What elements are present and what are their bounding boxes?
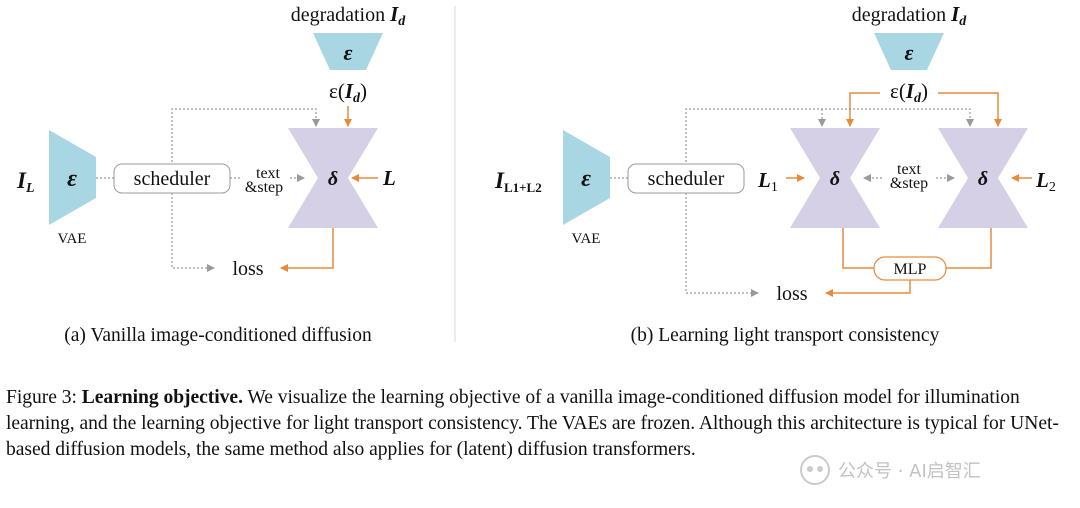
arrow-degradation-to-delta1-b xyxy=(846,92,880,127)
scheduler-label-a: scheduler xyxy=(134,168,211,190)
text-step-label-a: text&step xyxy=(245,165,283,196)
degradation-label-b: degradation Id xyxy=(852,2,968,29)
panel-caption-a: (a) Vanilla image-conditioned diffusion xyxy=(64,325,372,346)
light-label-a: L xyxy=(382,166,396,190)
delta2-symbol-b: δ xyxy=(978,168,988,190)
arrow-scheduler-to-loss-a xyxy=(171,193,215,272)
degradation-encoder-symbol-b: ε xyxy=(904,40,913,65)
delta-network-a xyxy=(288,128,378,228)
encoded-degradation-label-b: ε(Id) xyxy=(890,79,928,106)
arrow-scheduler-to-loss-b xyxy=(685,193,759,297)
arrow-degradation-to-delta2-b xyxy=(938,92,1002,127)
arrow-delta2-to-mlp-b xyxy=(946,228,992,269)
arrow-noise-to-deltas-b xyxy=(685,108,974,166)
panel-a: degradation Id ε ε(Id) IL ε VAE schedule… xyxy=(16,2,406,346)
light1-label-b: L1 xyxy=(757,168,778,195)
input-image-label-b: IL1+L2 xyxy=(494,168,542,195)
delta1-symbol-b: δ xyxy=(830,168,840,190)
loss-label-a: loss xyxy=(232,258,263,280)
light2-label-b: L2 xyxy=(1035,168,1056,195)
vae-encoder-symbol-a: ε xyxy=(67,166,77,192)
arrow-delta1-to-mlp-b xyxy=(842,228,874,269)
vae-encoder-symbol-b: ε xyxy=(581,166,591,192)
figure-caption-body: We visualize the learning objective of a… xyxy=(6,387,1059,460)
text-step-label-b: text&step xyxy=(890,161,928,192)
vae-encoder-a xyxy=(49,130,96,225)
vae-label-b: VAE xyxy=(572,231,601,247)
delta-symbol-a: δ xyxy=(328,168,338,190)
figure-caption-prefix: Figure 3: xyxy=(6,387,82,408)
vae-encoder-b xyxy=(563,130,610,225)
encoded-degradation-label-a: ε(Id) xyxy=(329,79,367,106)
degradation-encoder-a xyxy=(313,33,383,70)
delta-network-2-b xyxy=(938,128,1028,228)
panel-b: degradation Id ε ε(Id) IL1+L2 ε VAE sche… xyxy=(494,2,1056,346)
figure-diagram: degradation Id ε ε(Id) IL ε VAE schedule… xyxy=(16,2,1056,346)
degradation-encoder-b xyxy=(874,33,944,70)
figure-caption: Figure 3: Learning objective. We visuali… xyxy=(6,385,1078,463)
panel-caption-b: (b) Learning light transport consistency xyxy=(631,325,940,346)
delta-network-1-b xyxy=(790,128,880,228)
input-image-label-a: IL xyxy=(16,168,35,196)
watermark-text: 公众号 · AI启智汇 xyxy=(838,461,981,482)
figure-caption-title: Learning objective. xyxy=(81,387,243,408)
arrow-mlp-to-loss-b xyxy=(825,280,911,297)
scheduler-label-b: scheduler xyxy=(648,168,725,190)
loss-label-b: loss xyxy=(776,283,807,305)
arrow-delta-to-loss-a xyxy=(280,228,334,272)
arrow-noise-to-delta-a xyxy=(171,108,320,166)
mlp-label-b: MLP xyxy=(894,261,927,278)
degradation-encoder-symbol-a: ε xyxy=(343,40,352,65)
vae-label-a: VAE xyxy=(58,231,87,247)
degradation-label-a: degradation Id xyxy=(291,2,407,29)
watermark: 公众号 · AI启智汇 xyxy=(800,450,1068,490)
wechat-logo-icon xyxy=(800,455,830,485)
